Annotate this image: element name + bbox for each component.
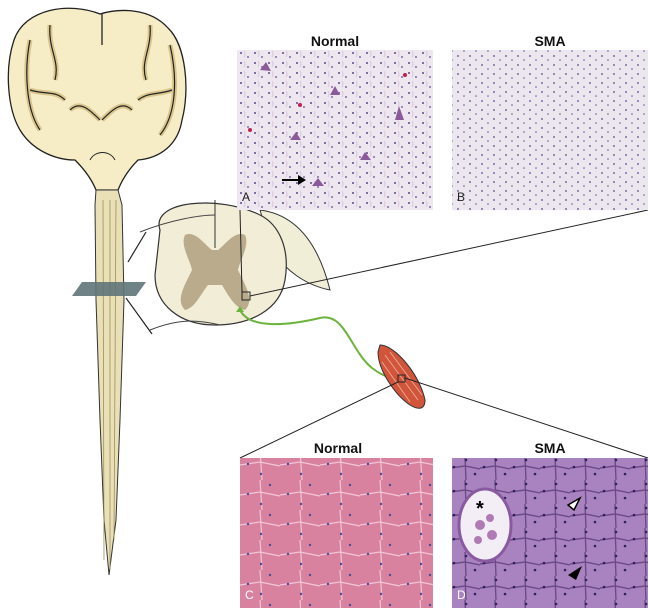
open-arrowhead-icon [566, 496, 582, 512]
panel-a-title: Normal [310, 33, 360, 49]
panel-b-title: SMA [534, 33, 566, 49]
asterisk-marker: * [476, 498, 484, 520]
panel-a-letter: A [242, 190, 251, 204]
section-plane [72, 282, 146, 296]
histology-panel-b [452, 50, 648, 210]
spinal-cord [94, 189, 125, 576]
brain-coronal-section [7, 7, 187, 191]
arrow-icon [282, 175, 306, 185]
histology-panel-c [240, 458, 433, 608]
histology-panel-a [237, 50, 433, 210]
panel-c-letter: C [245, 588, 254, 602]
spinal-cross-section [139, 200, 331, 331]
muscle [377, 344, 426, 409]
panel-d-title: SMA [534, 440, 566, 456]
motor-neurons [248, 62, 407, 186]
panel-c-title: Normal [313, 440, 363, 456]
panel-b-letter: B [457, 190, 466, 204]
panel-d-letter: D [457, 588, 466, 602]
motor-nerve [239, 309, 406, 380]
filled-arrowhead-icon [568, 566, 582, 580]
